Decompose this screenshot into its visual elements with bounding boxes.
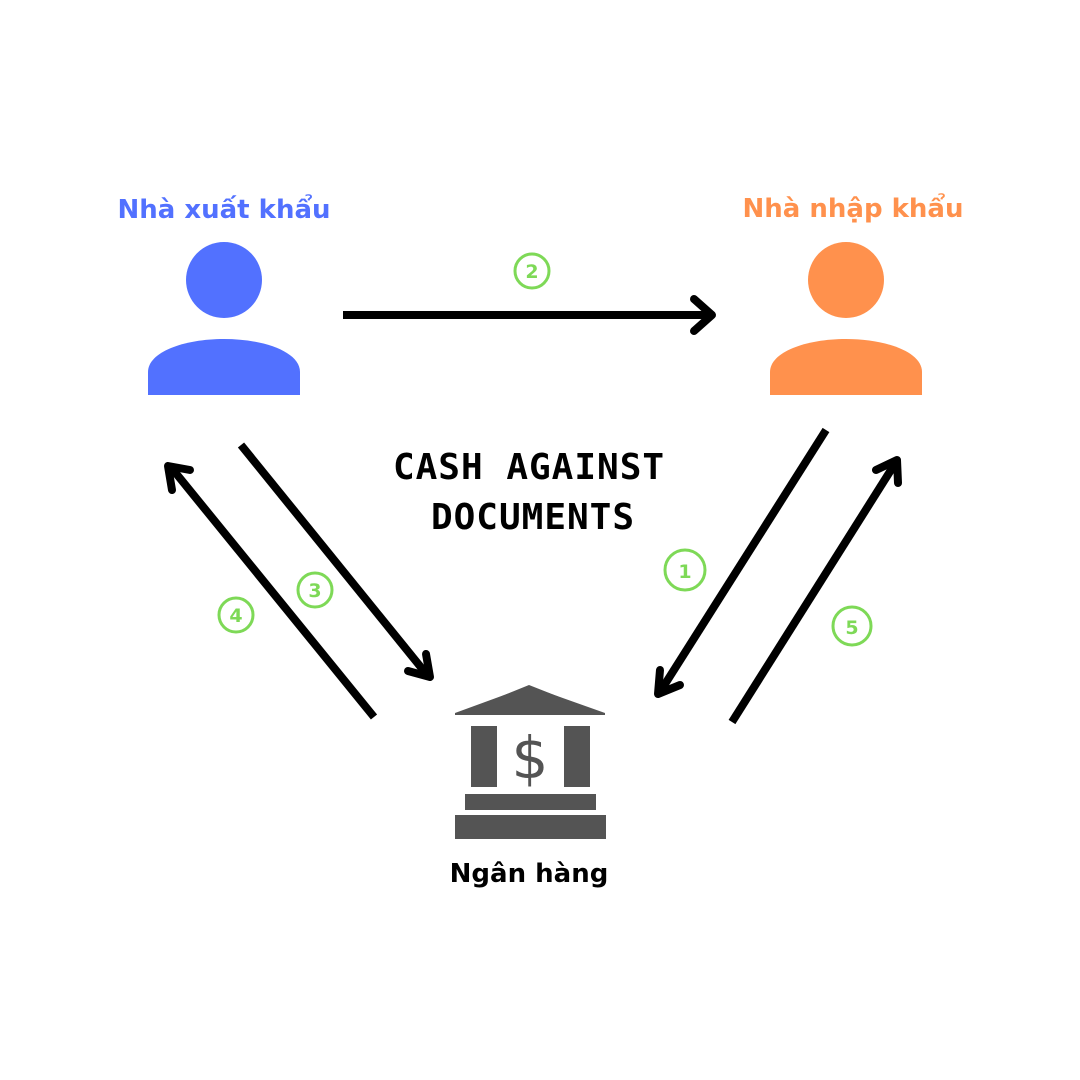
exporter-label: Nhà xuất khẩu [117, 192, 330, 225]
step-3-number: 3 [308, 580, 321, 602]
step-4-arrow [164, 462, 378, 720]
step-2-number: 2 [525, 261, 538, 283]
step-marker-2: 2 [513, 252, 551, 290]
exporter-person-icon [148, 242, 300, 395]
bank-icon: $ [455, 685, 606, 839]
title-line-2: DOCUMENTS [431, 497, 635, 538]
step-marker-4: 4 [217, 596, 255, 634]
importer-label: Nhà nhập khẩu [743, 191, 964, 224]
diagram-title: CASH AGAINST DOCUMENTS [393, 447, 665, 538]
title-line-1: CASH AGAINST [393, 447, 665, 488]
step-1-number: 1 [678, 561, 691, 583]
importer-person-icon [770, 242, 922, 395]
exporter-node: Nhà xuất khẩu [117, 192, 331, 395]
svg-text:$: $ [512, 724, 549, 792]
step-marker-1: 1 [663, 548, 707, 592]
step-5-arrow [728, 456, 902, 725]
bank-node: $ Ngân hàng [450, 685, 609, 889]
step-marker-5: 5 [831, 605, 873, 647]
step-5-number: 5 [845, 617, 858, 639]
step-2-arrow [343, 295, 716, 335]
step-marker-3: 3 [296, 571, 334, 609]
bank-label: Ngân hàng [450, 859, 609, 889]
step-4-number: 4 [229, 605, 242, 627]
step-1-arrow [654, 427, 830, 698]
importer-node: Nhà nhập khẩu [743, 191, 964, 395]
step-3-arrow [237, 442, 434, 681]
